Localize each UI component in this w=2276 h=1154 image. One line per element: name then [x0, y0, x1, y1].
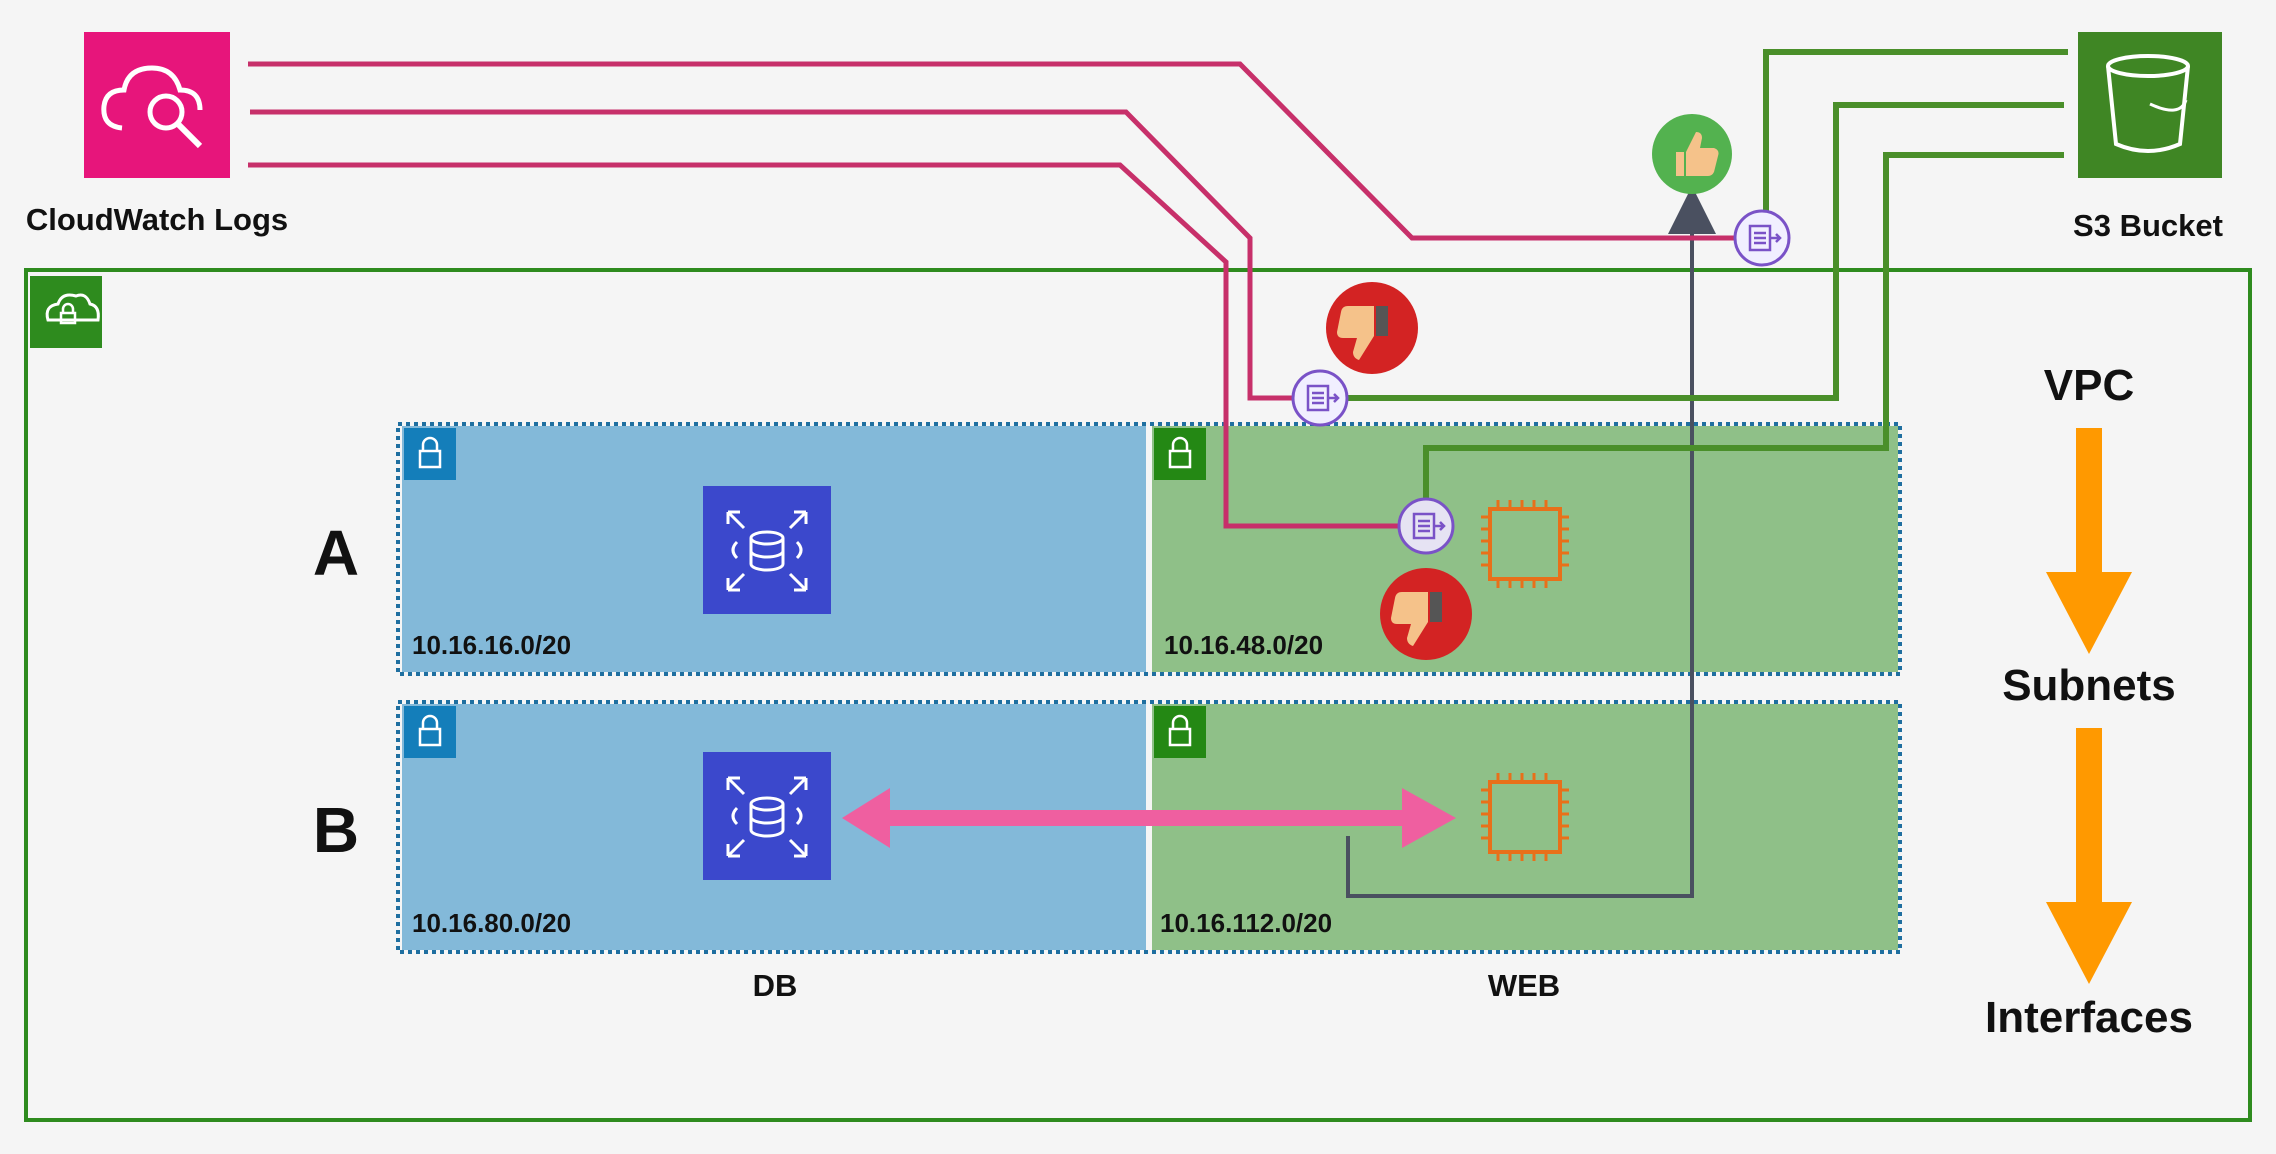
flow-log-icon-subnet [1291, 369, 1349, 427]
thumbs-down-reject-icon-interface [1380, 568, 1472, 660]
subnet-b-web [1152, 704, 1898, 950]
db-web-traffic-arrow [842, 788, 1456, 848]
db-column-label: DB [753, 968, 798, 1003]
vpc-level-label: VPC [2044, 361, 2134, 410]
web-column-label: WEB [1488, 968, 1560, 1003]
accepted-flow-line [1346, 186, 1716, 898]
lock-icon-a-db [404, 428, 456, 480]
subnets-level-label: Subnets [2002, 661, 2176, 710]
row-b-label: B [313, 794, 359, 866]
flow-log-icon-vpc [1733, 209, 1791, 267]
ec2-instance-icon-a [1481, 500, 1569, 588]
cloudwatch-log-lines [248, 61, 1738, 529]
rds-icon-b [703, 752, 831, 880]
interfaces-level-label: Interfaces [1985, 993, 2193, 1042]
flow-log-icon-interface [1397, 497, 1455, 555]
subnet-a-web [1152, 426, 1898, 672]
cloudwatch-logs-icon [84, 32, 230, 178]
ec2-instance-icon-b [1481, 773, 1569, 861]
row-a-label: A [313, 517, 359, 589]
row-a-az-border [396, 422, 1902, 676]
lock-icon-a-web [1154, 428, 1206, 480]
subnet-b-db-cidr: 10.16.80.0/20 [412, 908, 571, 938]
subnet-b-web-cidr: 10.16.112.0/20 [1160, 908, 1332, 938]
lock-icon-b-web [1154, 706, 1206, 758]
thumbs-up-accept-icon [1652, 114, 1732, 194]
hierarchy-arrow-vpc-to-subnets [2046, 428, 2132, 654]
rds-icon-a [703, 486, 831, 614]
vpc-icon [30, 276, 102, 348]
lock-icon-b-db [404, 706, 456, 758]
s3-bucket-label: S3 Bucket [2073, 208, 2223, 243]
subnet-a-db-cidr: 10.16.16.0/20 [412, 630, 571, 660]
cloudwatch-logs-label: CloudWatch Logs [26, 202, 288, 237]
vpc-boundary [24, 268, 2252, 1122]
subnet-a-web-cidr: 10.16.48.0/20 [1164, 630, 1323, 660]
hierarchy-arrow-subnets-to-interfaces [2046, 728, 2132, 984]
row-b-az-border [396, 700, 1902, 954]
s3-bucket-icon [2078, 32, 2222, 178]
thumbs-down-reject-icon-subnet [1326, 282, 1418, 374]
s3-delivery-lines [1346, 49, 2068, 506]
